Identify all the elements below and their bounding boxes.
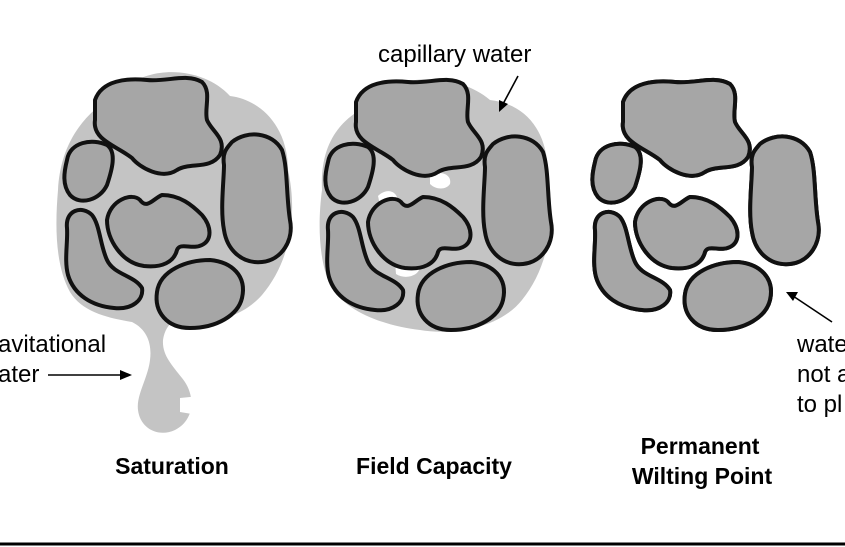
wilting-point-title-line1: Permanent [641, 433, 760, 459]
gravitational-water-label-line2: ater [0, 361, 39, 388]
field-capacity-title: Field Capacity [356, 453, 512, 479]
field-capacity-panel [319, 77, 554, 332]
wilting-point-panel [592, 80, 818, 330]
unavailable-water-label-line1: wate [796, 331, 845, 358]
capillary-arrow [499, 75, 519, 112]
saturation-title: Saturation [115, 453, 229, 479]
capillary-water-label: capillary water [378, 41, 531, 68]
unavailable-water-label-line2: not a [797, 361, 845, 388]
air-pocket [430, 173, 451, 189]
gravitational-arrow [48, 370, 132, 380]
wilting-point-title-line2: Wilting Point [632, 463, 773, 489]
saturation-panel [56, 72, 293, 433]
air-pocket [180, 396, 203, 414]
gravitational-water-label-line1: avitational [0, 331, 106, 358]
unavailable-water-label-line3: to pl [797, 391, 842, 418]
unavailable-water-arrow [786, 292, 833, 323]
